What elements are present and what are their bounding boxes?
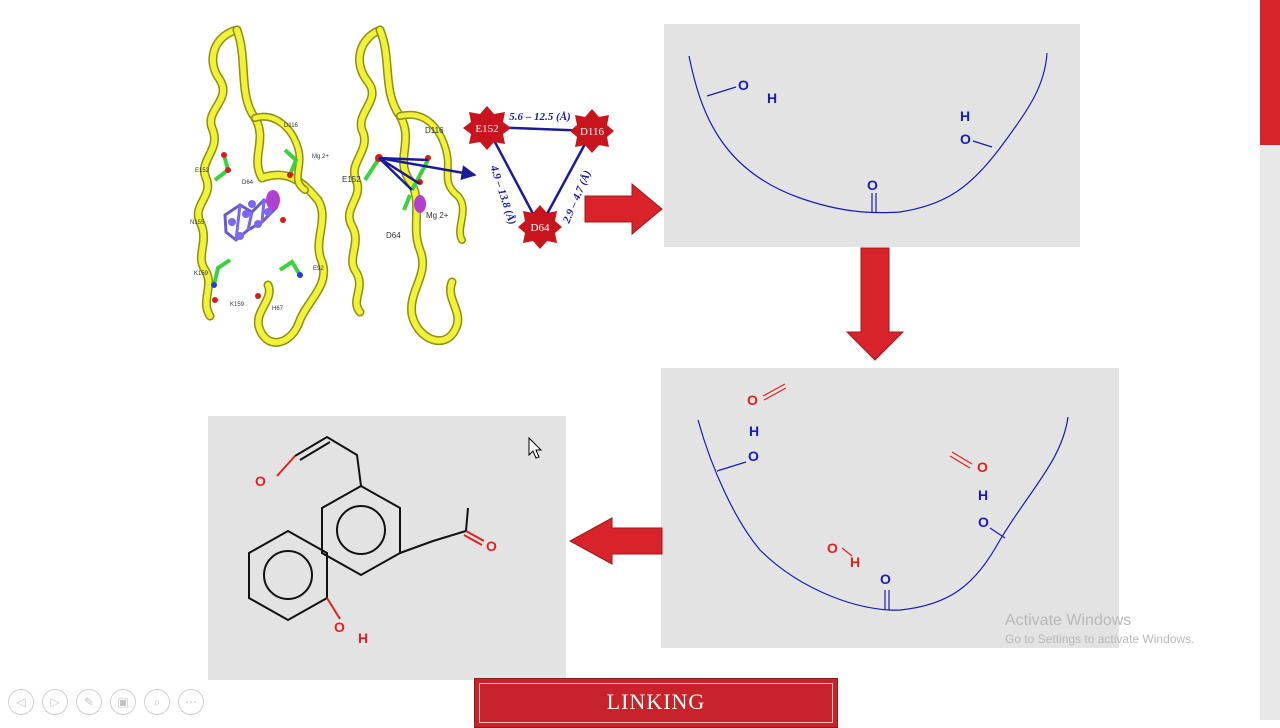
svg-text:E152: E152 bbox=[475, 123, 498, 135]
right-scroll-track[interactable] bbox=[1260, 145, 1280, 720]
label-d64-small: D64 bbox=[242, 180, 254, 186]
residue-star-e152: E152 bbox=[463, 106, 511, 150]
slideshow-nav-toolbar: ◁ ▷ ✎ ▣ ⌕ ⋯ bbox=[8, 689, 204, 715]
ribbon-2-active-site bbox=[363, 154, 477, 213]
right-accent-bar bbox=[1260, 0, 1280, 145]
pocket2-fragment-o-3: O bbox=[827, 540, 838, 556]
residue-star-d116: D116 bbox=[570, 109, 614, 153]
linking-banner: LINKING bbox=[474, 678, 838, 728]
protein-structure-2 bbox=[344, 25, 467, 346]
previous-slide-icon[interactable]: ◁ bbox=[8, 689, 34, 715]
pocket2-o-bottom: O bbox=[880, 571, 891, 587]
label-k159-small-2: K159 bbox=[230, 302, 245, 308]
residue-star-d64: D64 bbox=[518, 205, 562, 249]
residue-triangle: E152 D116 D64 5.6 – 12.5 (Å) 4.9 – 13.8 … bbox=[463, 106, 614, 249]
label-mg-mid: Mg 2+ bbox=[426, 211, 449, 220]
protein-structure-1 bbox=[193, 25, 329, 347]
label-e92-small: E92 bbox=[313, 266, 324, 272]
label-d116-small: D116 bbox=[284, 123, 299, 129]
slides-grid-icon[interactable]: ▣ bbox=[110, 689, 136, 715]
pocket2-o-left: O bbox=[748, 448, 759, 464]
ligand-cluster bbox=[211, 148, 303, 303]
svg-text:D64: D64 bbox=[531, 222, 550, 234]
pocket2-h-right: H bbox=[978, 487, 988, 503]
pocket-2-atoms: O H O O H O O H O bbox=[747, 392, 989, 587]
pocket1-o-right: O bbox=[960, 131, 971, 147]
ribbon-1-labels: D116 Mg 2+ E152 D64 N155 K159 H67 E92 K1… bbox=[190, 123, 329, 312]
label-d116-mid: D116 bbox=[425, 126, 444, 135]
label-e152-mid: E152 bbox=[342, 175, 361, 184]
distance-e152-d64: 4.9 – 13.8 (Å) bbox=[487, 163, 518, 226]
pocket-1-atoms: O H H O O bbox=[738, 77, 971, 193]
distance-e152-d116: 5.6 – 12.5 (Å) bbox=[509, 111, 570, 123]
watermark-subtitle: Go to Settings to activate Windows. bbox=[1005, 632, 1195, 646]
mouse-cursor-icon bbox=[528, 436, 543, 459]
linked-o-aldehyde: O bbox=[255, 473, 266, 489]
label-n155-small: N155 bbox=[190, 220, 205, 226]
label-h67-small: H67 bbox=[272, 306, 284, 312]
label-d64-mid: D64 bbox=[386, 231, 401, 240]
more-options-icon[interactable]: ⋯ bbox=[178, 689, 204, 715]
pocket1-h-left: H bbox=[767, 90, 777, 106]
linked-molecule-panel bbox=[208, 416, 566, 680]
pocket-2-fragments bbox=[762, 383, 973, 557]
watermark-title: Activate Windows bbox=[1005, 612, 1132, 629]
pocket1-o-bottom: O bbox=[867, 177, 878, 193]
label-e152-small: E152 bbox=[195, 168, 210, 174]
linking-label: LINKING bbox=[606, 689, 706, 714]
pocket1-o-left: O bbox=[738, 77, 749, 93]
activation-watermark: Activate Windows Go to Settings to activ… bbox=[1005, 612, 1194, 646]
ribbon-2-labels: D116 E152 D64 Mg 2+ bbox=[342, 126, 449, 240]
svg-text:D116: D116 bbox=[580, 126, 605, 138]
flow-arrow-left bbox=[568, 517, 663, 565]
linked-o-ketone: O bbox=[486, 538, 497, 554]
zoom-icon[interactable]: ⌕ bbox=[144, 689, 170, 715]
label-k159-small: K159 bbox=[194, 271, 209, 277]
pocket2-fragment-o-1: O bbox=[747, 392, 758, 408]
pocket2-o-right: O bbox=[978, 514, 989, 530]
linked-molecule-structure bbox=[248, 435, 485, 622]
next-slide-icon[interactable]: ▷ bbox=[42, 689, 68, 715]
pen-icon[interactable]: ✎ bbox=[76, 689, 102, 715]
label-mg-small: Mg 2+ bbox=[312, 154, 329, 160]
pocket2-h-left: H bbox=[749, 423, 759, 439]
pocket2-fragment-h-3: H bbox=[850, 554, 860, 570]
binding-pocket-1 bbox=[688, 52, 1048, 214]
linked-molecule-atoms: O O O H bbox=[255, 473, 497, 646]
flow-arrow-down bbox=[845, 247, 905, 361]
pocket2-fragment-o-2: O bbox=[977, 459, 988, 475]
binding-pocket-2 bbox=[697, 416, 1069, 611]
pocket-panel-2 bbox=[661, 368, 1119, 648]
flow-arrow-right bbox=[584, 182, 663, 236]
pocket1-h-right: H bbox=[960, 108, 970, 124]
linked-o-hydroxyl: O bbox=[334, 619, 345, 635]
linked-h-hydroxyl: H bbox=[358, 630, 368, 646]
